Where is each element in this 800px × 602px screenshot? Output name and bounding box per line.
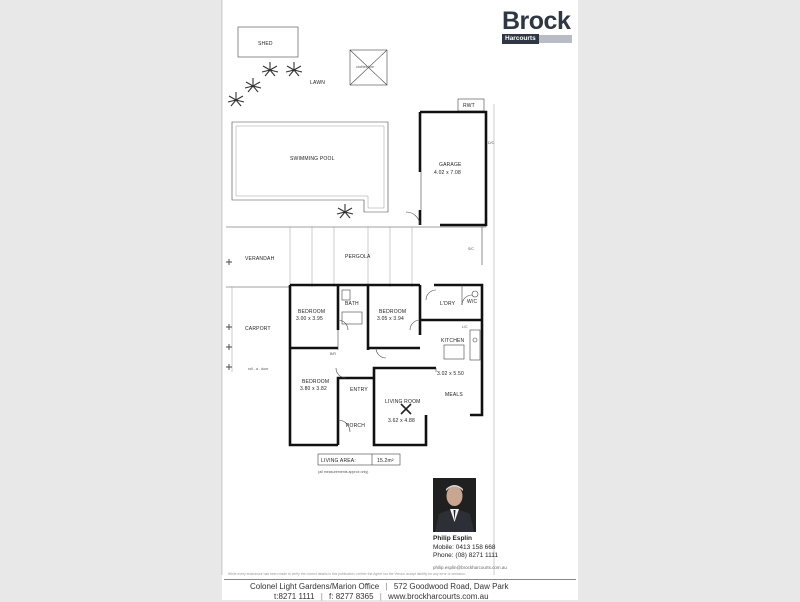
pergola-label: PERGOLA [345, 254, 371, 260]
footer-separator: | [320, 592, 323, 601]
garage-label: GARAGE [439, 162, 462, 168]
agent-name: Philip Esplin [433, 535, 473, 542]
disclaimer: While every endeavour has been made to v… [228, 572, 466, 576]
garage-dc-label: D/C [488, 141, 495, 145]
ceiling-fan-icon [400, 403, 412, 415]
footer-divider [224, 579, 576, 580]
pool-label: SWIMMING POOL [290, 156, 335, 162]
footer-separator: | [379, 592, 382, 601]
swimming-pool [231, 121, 389, 213]
robe-label: B/R [330, 352, 336, 356]
lawn-label: LAWN [310, 80, 325, 86]
clothes-line: clothes line [349, 49, 388, 86]
entry-label: ENTRY [350, 387, 368, 393]
bedroom1-label: BEDROOM [298, 309, 325, 315]
garage-dim: 4.02 x 7.08 [434, 170, 461, 176]
wc-label: W/C [467, 299, 478, 305]
meals-label: MEALS [445, 392, 463, 398]
footer-separator: | [385, 582, 388, 591]
house-walls [288, 283, 484, 447]
plan-sheet [222, 0, 578, 600]
living-area-value: 15.2m² [377, 458, 394, 464]
living-area-label: LIVING AREA: [321, 458, 356, 464]
agent-email: philip.esplin@brockharcourts.com.au [433, 564, 507, 570]
bath-label: BATH [345, 301, 359, 307]
bedroom3-dim: 3.80 x 3.82 [300, 386, 327, 392]
laundry-label: L'DRY [440, 301, 456, 307]
porch-label: PORCH [346, 423, 365, 429]
bath-fixtures [341, 289, 479, 325]
kitchen-label: KITCHEN [441, 338, 465, 344]
living-area-box [317, 453, 401, 466]
carport-label: CARPORT [245, 326, 271, 332]
brand-sub: Harcourts [502, 34, 539, 44]
post-icons [226, 259, 232, 370]
bedroom2-label: BEDROOM [379, 309, 406, 315]
agent-phone: Phone: (08) 8271 1111 [433, 552, 499, 560]
clothes-line-label: clothes line [356, 65, 374, 69]
sc-label: S/C [468, 247, 474, 251]
bedroom3-label: BEDROOM [302, 379, 329, 385]
shed [237, 26, 299, 58]
agent-details: Philip Esplin Mobile: 0413 158 668 Phone… [433, 535, 507, 572]
garage [405, 110, 488, 227]
brand-logo: Brock Harcourts [502, 8, 572, 44]
footer-web: www.brockharcourts.com.au [388, 592, 489, 601]
brand-bar: Harcourts [502, 34, 572, 44]
verandah-label: VERANDAH [245, 256, 275, 262]
door-swings [335, 289, 473, 433]
bedroom1-dim: 3.00 x 3.95 [296, 316, 323, 322]
bedroom2-dim: 3.05 x 3.94 [377, 316, 404, 322]
footer-office: Colonel Light Gardens/Marion Office [250, 582, 380, 591]
agent-mobile: Mobile: 0413 158 668 [433, 543, 496, 551]
footer: Colonel Light Gardens/Marion Office | 57… [250, 582, 570, 602]
rwt-label: RWT [463, 103, 475, 109]
roller-door-label: roll - a - door [248, 367, 269, 371]
shed-label: SHED [258, 41, 273, 47]
footer-address: 572 Goodwood Road, Daw Park [393, 582, 509, 591]
agent-photo [433, 478, 476, 532]
living-room-dim: 3.62 x 4.88 [388, 418, 415, 424]
brand-bar-tail [538, 35, 572, 43]
living-room-label: LIVING ROOM [385, 399, 421, 405]
brand-name: Brock [502, 7, 571, 35]
kitchen-fixtures [443, 329, 481, 361]
footer-fax: f: 8277 8365 [329, 592, 374, 601]
palm-tree-icons [227, 62, 354, 219]
cupboard-label: L/C [462, 325, 468, 329]
kitchen-dim: 3.02 x 5.50 [437, 371, 464, 377]
measurements-note: (all measurements approx only) [318, 470, 368, 474]
footer-tel: t:8271 1111 [274, 592, 315, 601]
